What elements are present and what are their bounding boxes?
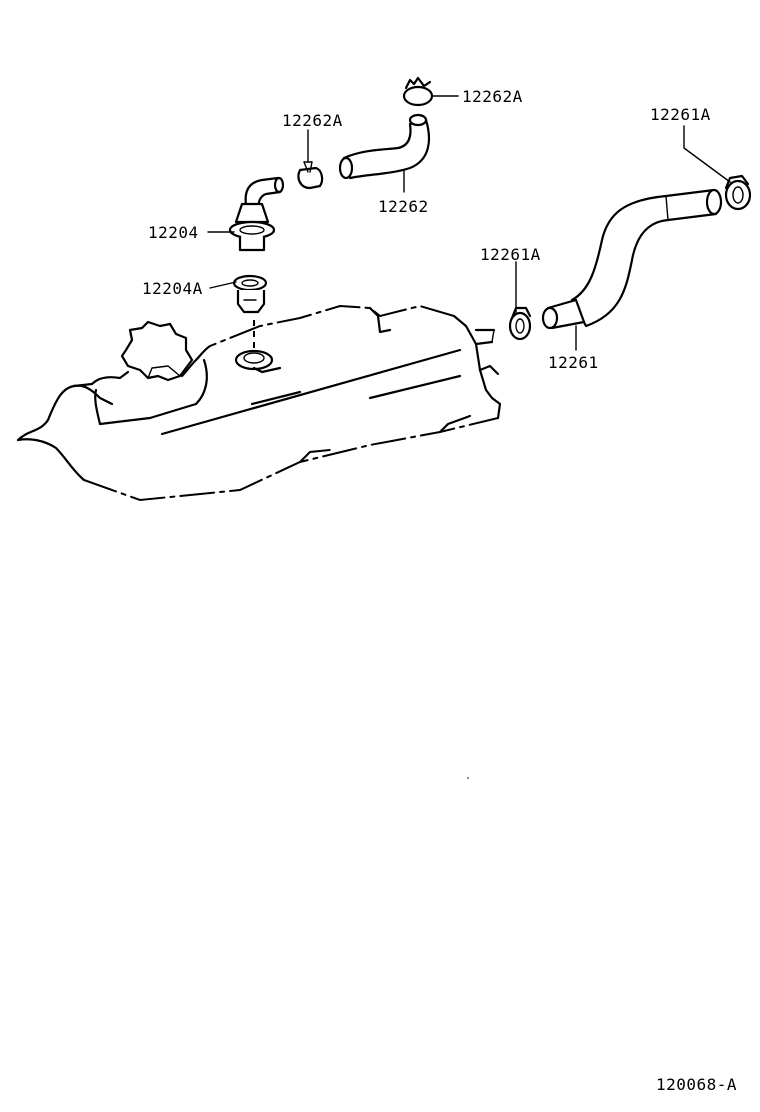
grommet-part: [232, 274, 268, 350]
label-12261: 12261: [548, 353, 599, 372]
stray-dot: [467, 777, 469, 779]
label-12204a: 12204A: [142, 279, 203, 298]
label-12262a-left: 12262A: [282, 111, 343, 130]
clamp-12261a-mid: [508, 306, 532, 341]
pcv-valve-part: [228, 176, 285, 252]
leader-lines: [207, 95, 731, 351]
label-12204: 12204: [148, 223, 199, 242]
label-12261a-mid: 12261A: [480, 245, 541, 264]
leader-12261a-top: [683, 125, 731, 183]
hose-12262: [338, 113, 430, 180]
figure-id: 120068-A: [656, 1075, 737, 1094]
cylinder-head-cover: [16, 304, 502, 502]
clamp-12261a-right-top: [724, 174, 752, 211]
label-12262: 12262: [378, 197, 429, 216]
hose-12261: [541, 188, 723, 330]
leader-12204a: [209, 281, 237, 289]
clamp-12262a-left: [297, 161, 324, 190]
clamp-12262a-top: [402, 76, 434, 107]
label-12262a-top: 12262A: [462, 87, 523, 106]
label-12261a-top: 12261A: [650, 105, 711, 124]
